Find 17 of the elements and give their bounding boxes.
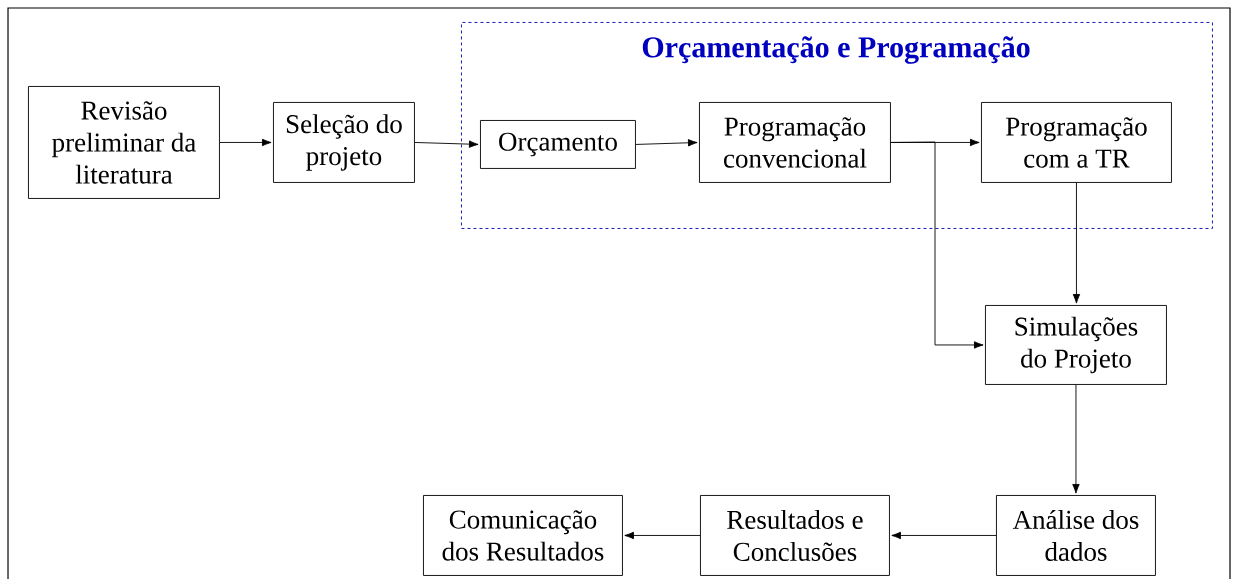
process-box: Programação convencional bbox=[699, 102, 891, 183]
arrow bbox=[635, 139, 698, 147]
process-box: Seleção do projeto bbox=[273, 102, 415, 183]
arrow bbox=[890, 141, 984, 349]
process-box: Comunicação dos Resultados bbox=[423, 495, 623, 576]
arrow bbox=[891, 531, 997, 540]
arrow bbox=[1072, 182, 1081, 304]
process-box: Análise dos dados bbox=[996, 495, 1156, 576]
process-box: Orçamento bbox=[480, 120, 636, 169]
arrow bbox=[414, 140, 479, 148]
process-box: Programação com a TR bbox=[981, 102, 1172, 183]
arrow bbox=[1072, 384, 1080, 494]
process-box: Simulações do Projeto bbox=[985, 305, 1167, 385]
process-box: Resultados e Conclusões bbox=[700, 495, 890, 576]
arrow bbox=[219, 138, 272, 147]
process-box: Revisão preliminar da literatura bbox=[28, 86, 220, 199]
arrow bbox=[624, 531, 701, 540]
